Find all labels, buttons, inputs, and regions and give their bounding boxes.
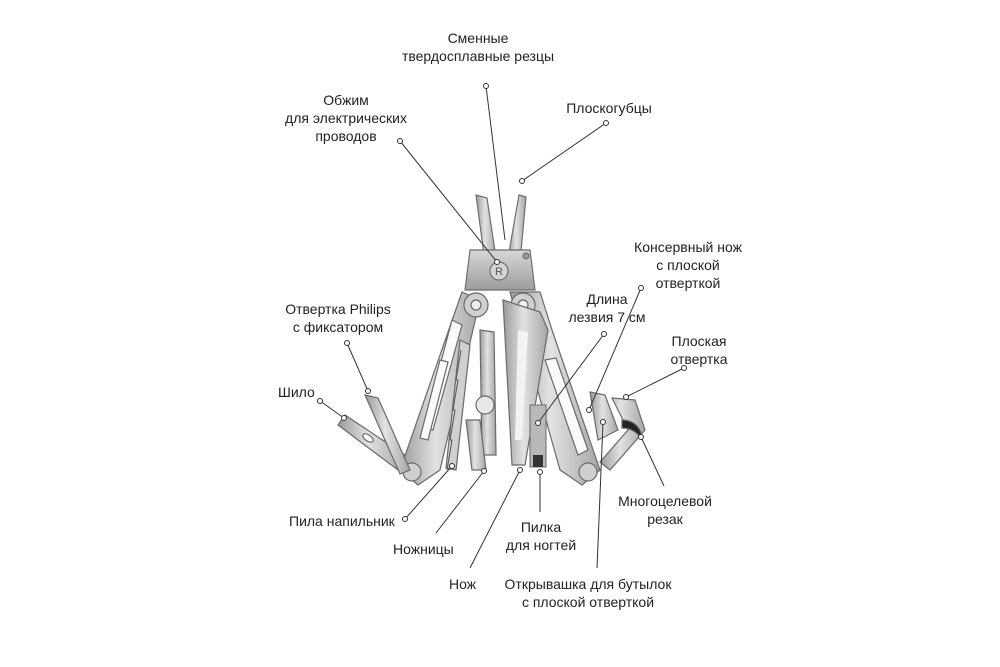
label-awl: Шило (278, 384, 315, 400)
logo-mark: R (495, 266, 503, 278)
label-can-opener: Консервный нож с плоской отверткой (634, 239, 742, 291)
label-multi-cutter: Многоцелевой резак (618, 493, 712, 527)
label-saw-file: Пила напильник (289, 513, 395, 529)
awl-and-screwdriver (337, 394, 411, 475)
pliers-jaws (464, 194, 536, 291)
label-replaceable-cutters: Сменные твердосплавные резцы (401, 30, 555, 64)
saw-blade (445, 339, 471, 471)
label-flat-screwdriver: Плоская отвертка (670, 333, 728, 367)
label-knife: Нож (449, 576, 477, 592)
label-blade-length: Длина лезвия 7 см (568, 291, 646, 325)
nail-file-tip (533, 455, 543, 467)
label-bottle-opener: Открывашка для бутылок с плоской отвертк… (504, 576, 672, 610)
right-tools (589, 391, 646, 471)
label-phillips: Отвертка Philips с фиксатором (285, 301, 391, 335)
label-scissors: Ножницы (393, 541, 454, 557)
knife-blade (502, 299, 549, 466)
scissors (465, 329, 497, 471)
label-nail-file: Пилка для ногтей (505, 519, 577, 553)
label-pliers: Плоскогубцы (566, 100, 652, 116)
leader-lines (317, 83, 687, 569)
saw-teeth (446, 349, 462, 471)
label-crimper: Обжим для электрических проводов (285, 92, 407, 144)
